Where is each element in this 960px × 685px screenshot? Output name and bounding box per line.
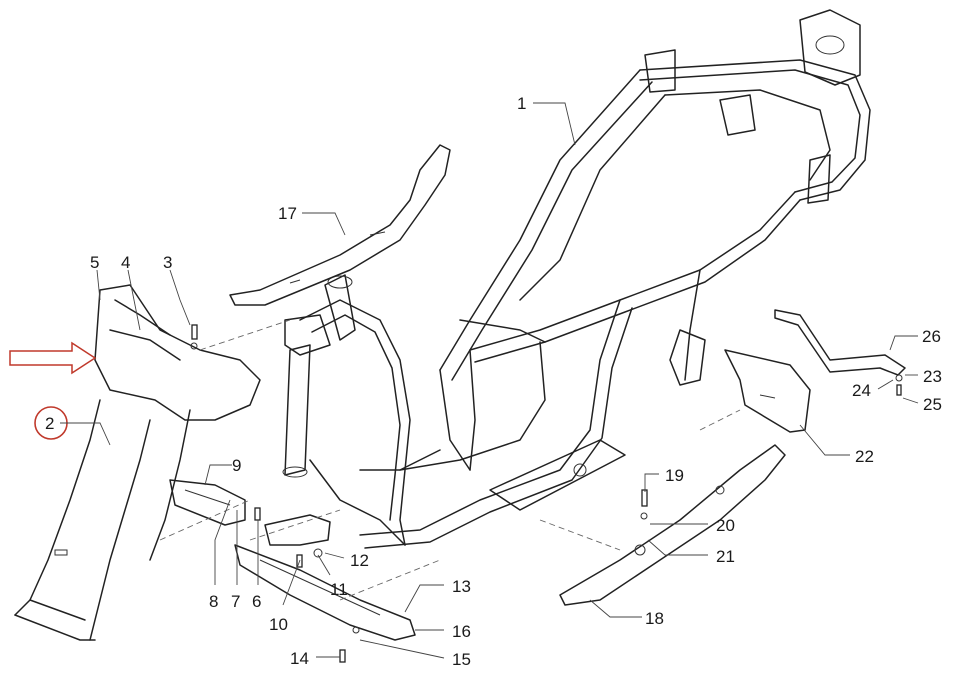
callout-1: 1 [517,94,526,113]
callout-13: 13 [452,577,471,596]
callout-14: 14 [290,649,309,668]
leader-lines [60,102,919,659]
callout-labels: 1 2 3 4 5 6 7 8 9 10 11 12 13 14 15 16 1… [45,94,942,669]
part-17-bracket [229,144,451,306]
assembly-lines [159,319,741,601]
callout-26: 26 [922,327,941,346]
callout-3: 3 [163,253,172,272]
part-9-bracket [169,479,246,526]
arrow-icon [9,341,97,375]
callout-11: 11 [330,580,348,599]
main-frame [282,9,871,549]
callout-19: 19 [665,466,684,485]
callout-18: 18 [645,609,664,628]
part-2-subframe [14,284,261,641]
callout-17: 17 [278,204,297,223]
callout-20: 20 [716,516,735,535]
part-13-footrest [234,544,416,641]
callout-7: 7 [231,592,240,611]
callout-4: 4 [121,253,130,272]
callout-2: 2 [45,414,54,433]
part-26-strap [774,309,906,376]
callout-10: 10 [269,615,288,634]
callout-25: 25 [923,395,942,414]
callout-22: 22 [855,447,874,466]
hardware-bolts [190,324,903,663]
callout-12: 12 [350,551,369,570]
callout-9: 9 [232,456,241,475]
part-22-plate [724,349,811,433]
callout-8: 8 [209,592,218,611]
callout-24: 24 [852,381,871,400]
callout-15: 15 [452,650,471,669]
callout-16: 16 [452,622,471,641]
callout-6: 6 [252,592,261,611]
callout-5: 5 [90,253,99,272]
callout-23: 23 [923,367,942,386]
part-10-bracket [264,514,331,546]
callout-21: 21 [716,547,735,566]
part-18-footrest [559,444,786,606]
